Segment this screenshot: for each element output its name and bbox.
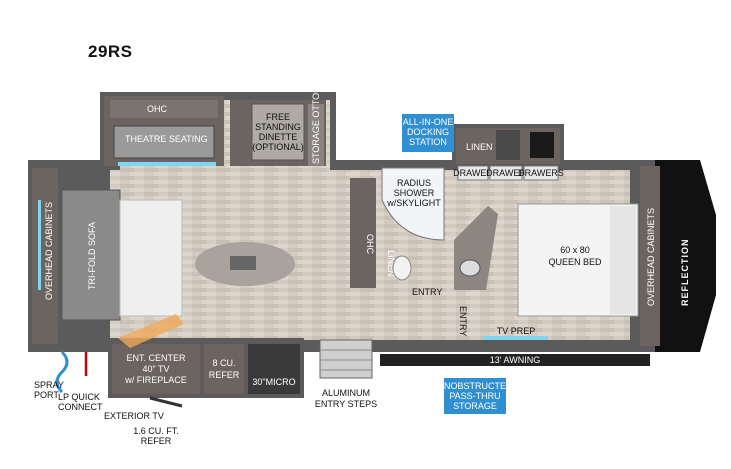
bed-line-2: QUEEN BED (548, 257, 602, 267)
docking-station-callout (402, 114, 454, 152)
exterior-tv-mount (149, 396, 183, 408)
refer-line-1: 8 CU. (212, 358, 235, 368)
overhead-cabinets-left (32, 168, 58, 344)
micro-label: 30"MICRO (252, 377, 295, 387)
shower-line-1: RADIUS (397, 178, 431, 188)
overhead-cabinets-right-label: OVERHEAD CABINETS (646, 208, 656, 306)
ent-center-line-3: w/ FIREPLACE (124, 375, 187, 385)
ent-center-line-1: ENT. CENTER (126, 353, 186, 363)
pass-thru-line-3: STORAGE (453, 401, 497, 411)
lp-line-2: CONNECT (58, 402, 103, 412)
ohc-top-label: OHC (147, 104, 168, 114)
ent-center-line-2: 40" TV (142, 364, 169, 374)
pass-thru-line-1: UNOBSTRUCTED (437, 381, 513, 391)
docking-line-2: DOCKING (407, 127, 449, 137)
tri-fold-sofa (61, 189, 121, 321)
awning (380, 354, 650, 366)
spray-port-line-2: PORT (34, 390, 59, 400)
tv-prep-label: TV PREP (497, 326, 536, 336)
spray-port-hose (55, 350, 69, 394)
dinette-line-1: FREE (266, 112, 290, 122)
storage-ottoman-label: STORAGE OTTOMAN (311, 73, 321, 164)
bed-line-1: 60 x 80 (560, 245, 590, 255)
linen-top-label: LINEN (466, 142, 493, 152)
steps-line-1: ALUMINUM (322, 388, 370, 398)
drawer-1-label: DRAWER (453, 168, 493, 178)
docking-line-3: STATION (409, 137, 447, 147)
ohc-linen-mid (350, 178, 376, 288)
entry-2-label: ENTRY (458, 306, 468, 336)
radius-shower (381, 167, 445, 241)
drawers-3-label: DRAWERS (518, 168, 564, 178)
ent-center (112, 344, 200, 394)
pass-thru-line-2: PASS-THRU (449, 391, 500, 401)
steps-line-2: ENTRY STEPS (315, 399, 377, 409)
theatre-seating-label: THEATRE SEATING (125, 134, 208, 144)
ext-refer-line-1: 1.6 CU. FT. (133, 426, 179, 436)
ohc-mid-label: OHC (365, 234, 375, 255)
spray-port-line-1: SPRAY (34, 380, 64, 390)
tri-fold-sofa-label: TRI-FOLD SOFA (87, 222, 97, 290)
brand-logo: REFLECTION (680, 239, 690, 307)
refer (204, 344, 244, 394)
front-cap (655, 160, 716, 352)
overhead-cabinets-right (640, 166, 660, 346)
dinette-line-4: (OPTIONAL) (252, 142, 304, 152)
ext-refer-line-2: REFER (141, 436, 172, 446)
awning-label: 13' AWNING (490, 355, 540, 365)
pass-thru-callout (444, 378, 506, 414)
docking-line-1: ALL-IN-ONE (403, 117, 454, 127)
dinette-line-3: DINETTE (259, 132, 298, 142)
exterior-tv-label: EXTERIOR TV (104, 411, 164, 421)
drawer-2-label: DRAWER (486, 168, 526, 178)
linen-mid-label: LINEN (386, 250, 396, 277)
refer-line-2: REFER (209, 370, 240, 380)
dinette-line-2: STANDING (255, 122, 301, 132)
shower-line-2: SHOWER (394, 188, 435, 198)
overhead-cabinets-left-label: OVERHEAD CABINETS (44, 202, 54, 300)
model-name: 29RS (88, 42, 133, 61)
microwave (248, 344, 300, 394)
toilet (392, 255, 412, 281)
shower-line-3: w/SKYLIGHT (386, 198, 441, 208)
entry-steps (319, 339, 373, 379)
entry-1-label: ENTRY (412, 287, 442, 297)
lp-line-1: LP QUICK (58, 392, 100, 402)
